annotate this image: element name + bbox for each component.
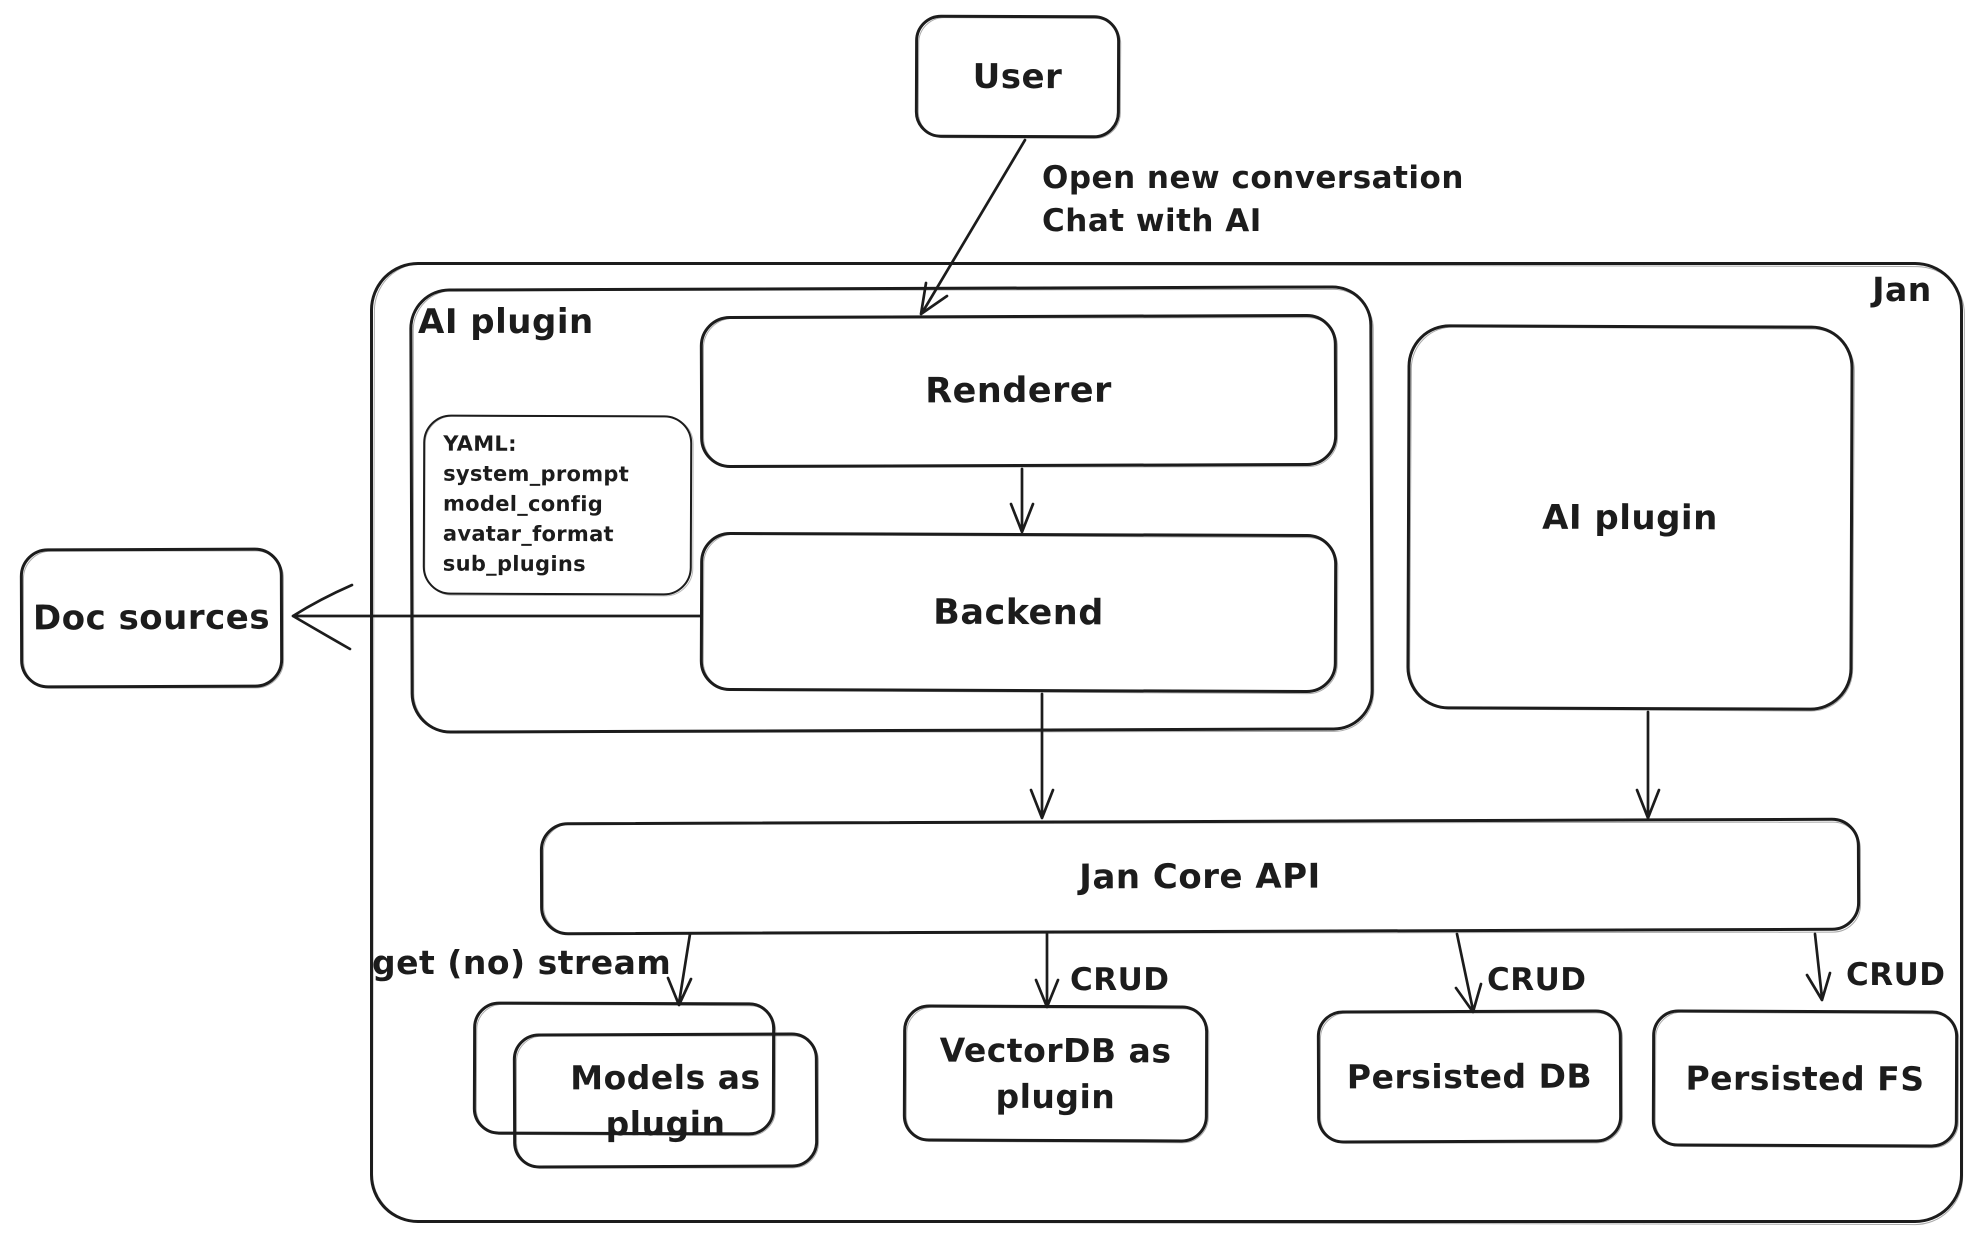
edge-label-get-no-stream: get (no) stream <box>372 943 672 982</box>
node-renderer: Renderer <box>699 313 1338 469</box>
node-user-label: User <box>972 56 1063 97</box>
node-vectordb-as-plugin-label: VectorDB as plugin <box>939 1030 1172 1116</box>
edge-label-chat-with-ai: Chat with AI <box>1042 203 1262 239</box>
ai-plugin-left-label: AI plugin <box>418 302 594 342</box>
node-renderer-label: Renderer <box>925 370 1112 412</box>
node-jan-core-api-label: Jan Core API <box>1079 856 1321 897</box>
node-backend-label: Backend <box>933 592 1104 633</box>
edge-label-open-conversation: Open new conversation <box>1042 160 1464 196</box>
yaml-note-line: YAML: <box>443 431 517 456</box>
edge-label-crud-vectordb: CRUD <box>1070 962 1170 998</box>
jan-label: Jan <box>1872 270 1932 309</box>
node-persisted-fs: Persisted FS <box>1651 1009 1959 1148</box>
edge-label-crud-persisted-fs: CRUD <box>1846 957 1946 993</box>
node-models-as-plugin-label: Models as plugin <box>570 1057 761 1143</box>
node-user: User <box>914 14 1121 139</box>
yaml-note-line: sub_plugins <box>442 551 586 577</box>
yaml-note-line: model_config <box>442 491 604 517</box>
yaml-note: YAML: system_prompt model_config avatar_… <box>422 414 693 596</box>
node-jan-core-api: Jan Core API <box>539 817 1861 936</box>
jan-container <box>370 262 1963 1223</box>
yaml-note-line: system_prompt <box>443 461 630 487</box>
node-vectordb-as-plugin: VectorDB as plugin <box>902 1004 1209 1143</box>
node-persisted-db-label: Persisted DB <box>1346 1056 1593 1097</box>
node-ai-plugin-right: AI plugin <box>1406 324 1854 711</box>
node-doc-sources-label: Doc sources <box>32 597 271 639</box>
node-backend: Backend <box>699 531 1338 694</box>
node-models-as-plugin: Models as plugin <box>512 1032 819 1169</box>
node-ai-plugin-right-label: AI plugin <box>1542 497 1718 538</box>
edge-label-crud-persisted-db: CRUD <box>1487 962 1587 998</box>
node-persisted-db: Persisted DB <box>1316 1009 1623 1144</box>
node-doc-sources: Doc sources <box>19 547 284 689</box>
node-persisted-fs-label: Persisted FS <box>1685 1058 1925 1099</box>
yaml-note-line: avatar_format <box>442 521 614 547</box>
